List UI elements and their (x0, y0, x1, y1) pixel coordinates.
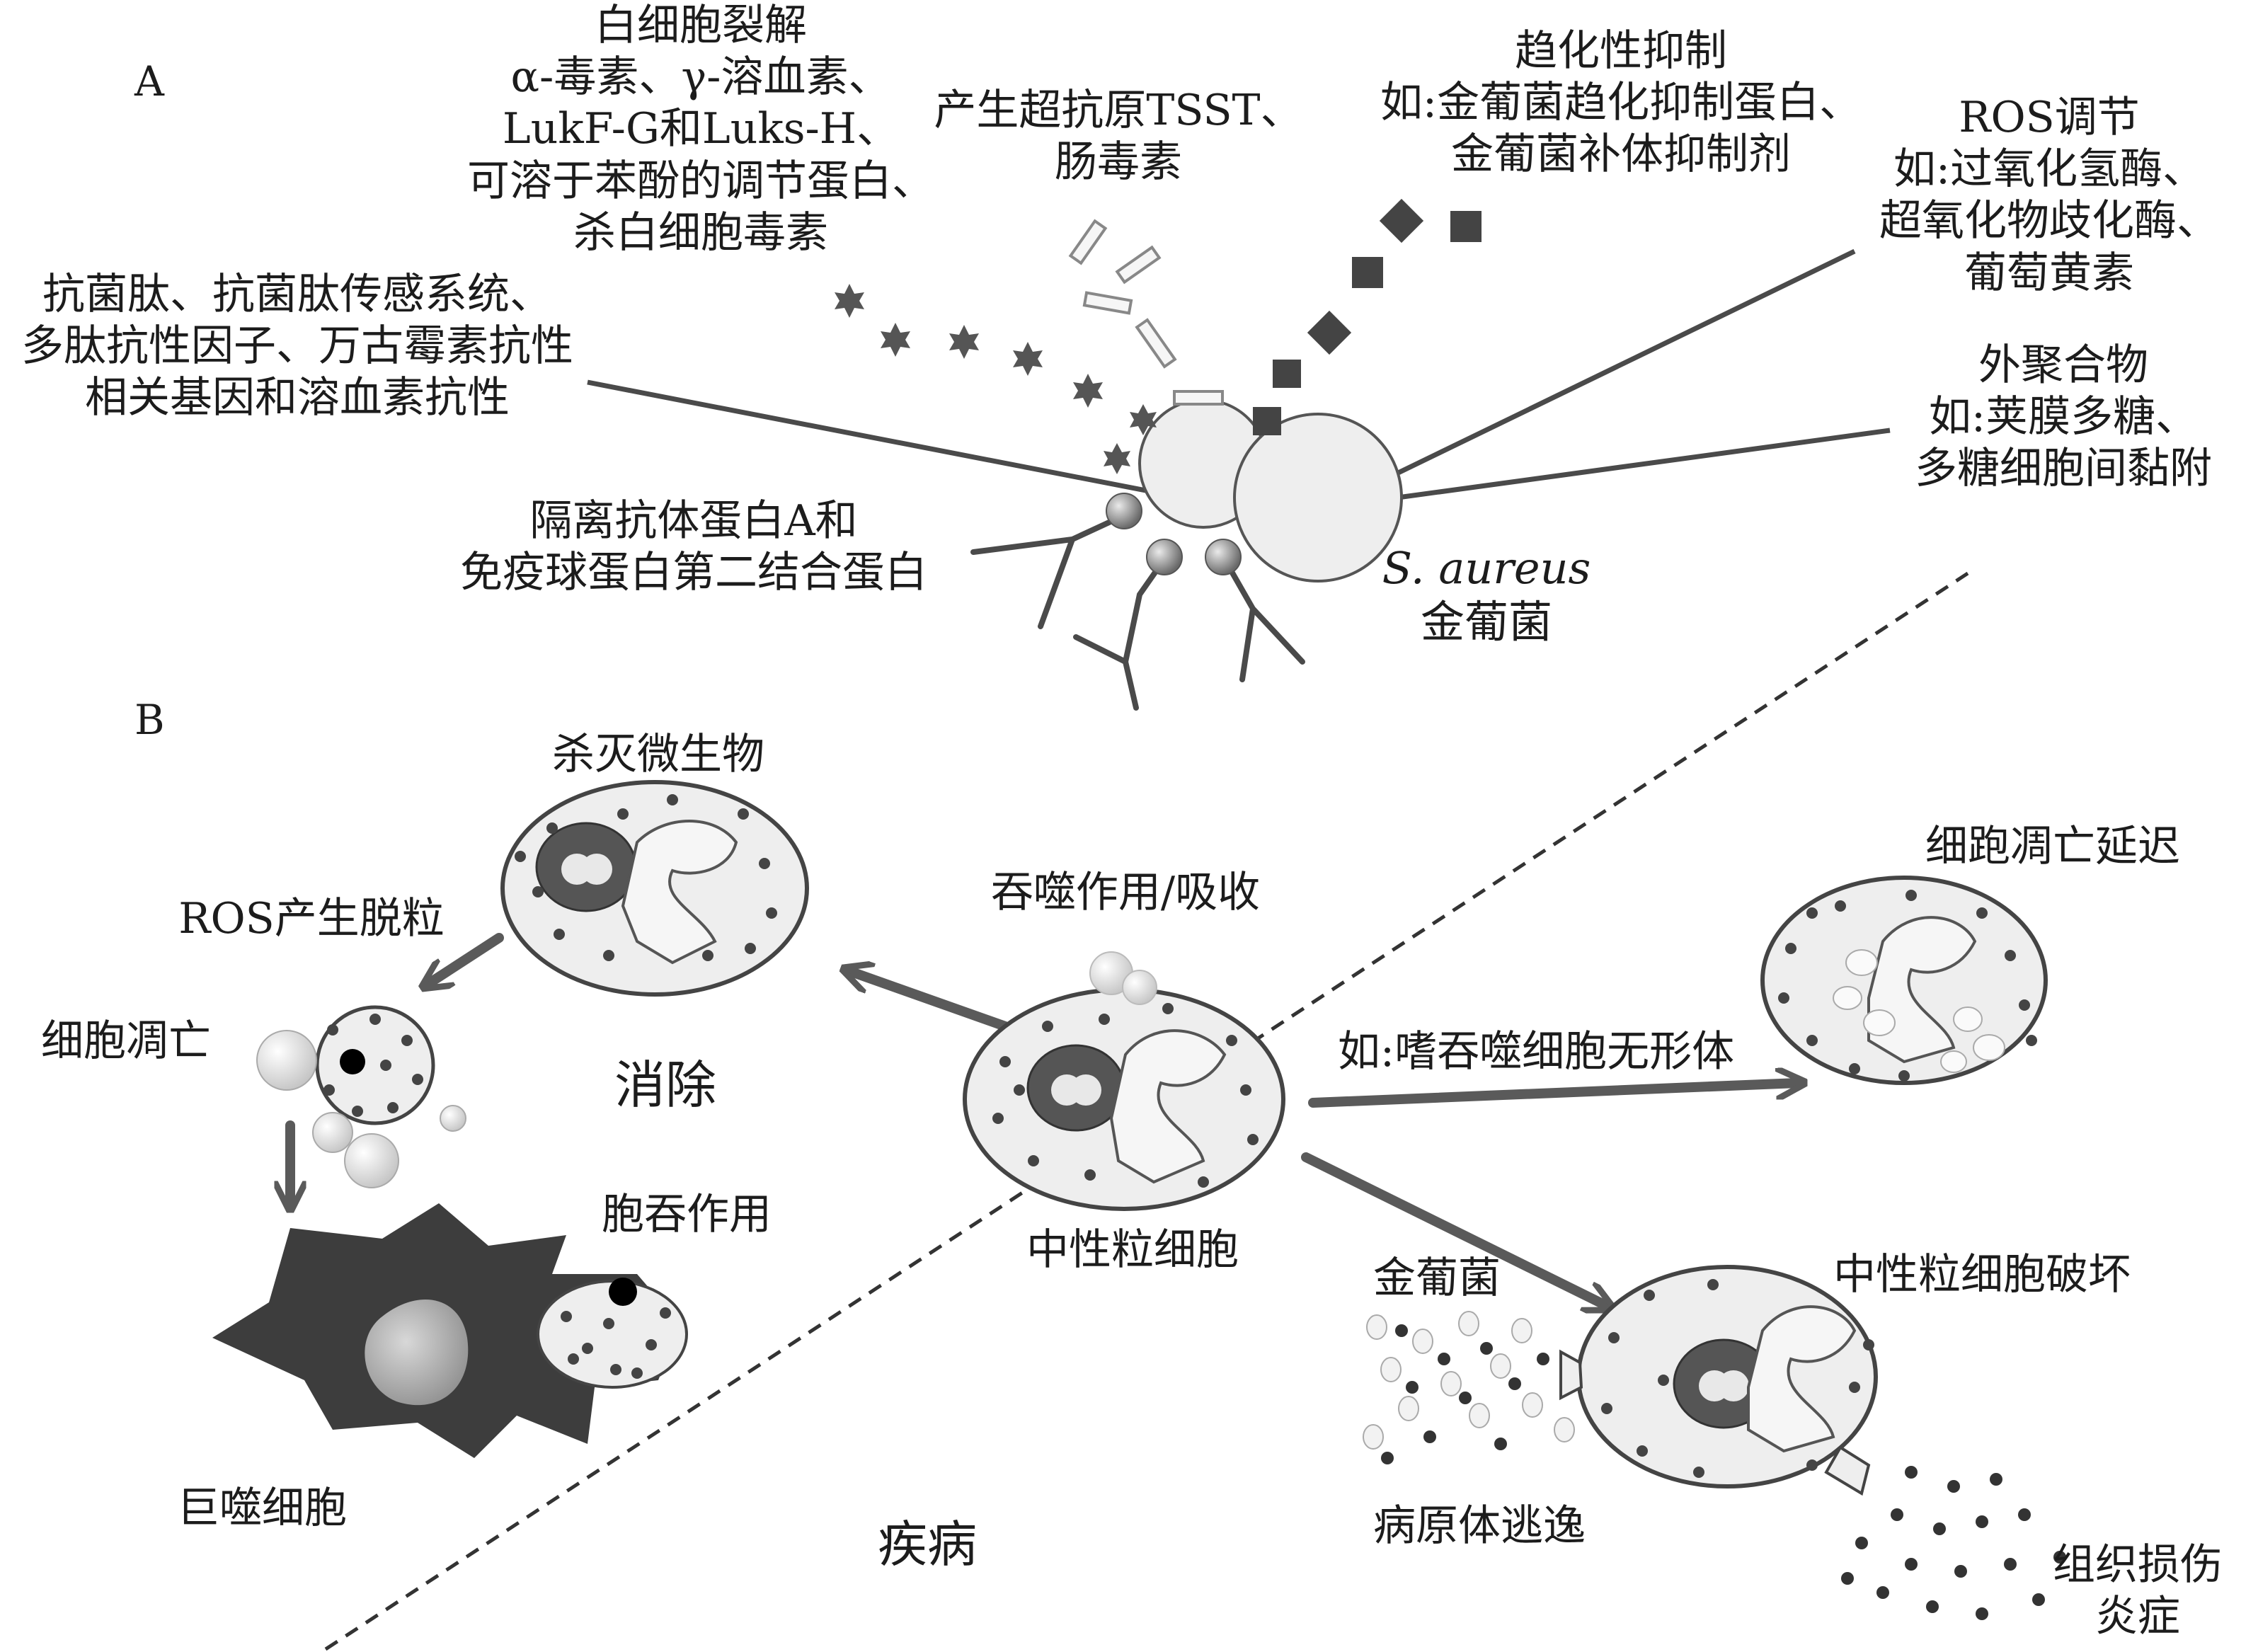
superantigen-line: 肠毒素 (1055, 137, 1182, 188)
superantigen-line: 产生超抗原TSST、 (934, 86, 1303, 135)
chemotaxis-line: 如:金葡菌趋化抑制蛋白、 (1380, 78, 1862, 128)
chemotaxis-label: 趋化性抑制 如:金葡菌趋化抑制蛋白、 金葡菌补体抑制剂 (1331, 25, 1911, 181)
protein-a-label: 隔离抗体蛋白A和 免疫球蛋白第二结合蛋白 (425, 495, 963, 599)
toxin-stars (835, 284, 1157, 474)
panel-a-letter: A (134, 57, 164, 105)
superantigen-label: 产生超抗原TSST、 肠毒素 (920, 85, 1317, 188)
protein-a-line: 隔离抗体蛋白A和 (529, 496, 858, 546)
leukocyte-lysis-line: α-毒素、γ-溶血素、 (510, 52, 891, 103)
macrophage-label: 巨噬细胞 (177, 1484, 347, 1533)
elimination-label: 消除 (614, 1055, 716, 1115)
antimicrobial-line: 多肽抗性因子、万古霉素抗性 (21, 321, 573, 372)
protein-a-spheres (1106, 493, 1242, 575)
leukocyte-lysis-line: 白细胞裂解 (595, 1, 807, 50)
neutrophil-label: 中性粒细胞 (1026, 1225, 1239, 1275)
exopolymer-label: 外聚合物 如:荚膜多糖、 多糖细胞间黏附 (1869, 340, 2258, 495)
arrow-to-kill (849, 971, 1010, 1031)
neutrophil-destruction (1363, 1265, 2066, 1620)
macrophage-cell (212, 1203, 688, 1458)
s-aureus-label: S. aureus 金葡菌 (1345, 541, 1628, 648)
apoptotic-cell (256, 1005, 466, 1188)
delayed-apoptosis-label: 细跑凋亡延迟 (1925, 822, 2180, 871)
kill-label: 杀灭微生物 (552, 730, 764, 779)
leukocyte-lysis-label: 白细胞裂解 α-毒素、γ-溶血素、 LukF-G和Luks-H、 可溶于苯酚的调… (446, 0, 956, 259)
disease-label: 疾病 (878, 1515, 977, 1573)
s-aureus-b-label: 金葡菌 (1373, 1254, 1501, 1303)
ros-regulation-label: ROS调节 如:过氧化氢酶、 超氧化物歧化酶、 葡萄黄素 (1840, 92, 2258, 299)
exopolymer-line: 多糖细胞间黏附 (1915, 444, 2212, 494)
escape-label: 病原体逃逸 (1373, 1501, 1586, 1551)
arrows (290, 933, 1798, 1306)
damage-line: 炎症 (2095, 1592, 2180, 1642)
virulence-lines (587, 248, 1891, 502)
phagocytosis-label: 吞噬作用/吸收 (990, 868, 1261, 917)
leukocyte-lysis-line: 可溶于苯酚的调节蛋白、 (467, 156, 934, 206)
protein-a-line: 免疫球蛋白第二结合蛋白 (460, 548, 927, 598)
chemotaxis-line: 趋化性抑制 (1515, 26, 1727, 76)
neutrophil-kill (500, 780, 809, 997)
damage-line: 组织损伤 (2053, 1540, 2223, 1590)
leukocyte-lysis-line: LukF-G和Luks-H、 (502, 104, 900, 154)
s-aureus-latin: S. aureus (1382, 542, 1591, 594)
antimicrobial-line: 抗菌肽、抗菌肽传感系统、 (42, 270, 552, 319)
antimicrobial-label: 抗菌肽、抗菌肽传感系统、 多肽抗性因子、万古霉素抗性 相关基因和溶血素抗性 (0, 269, 595, 425)
ros-regulation-line: ROS调节 (1959, 93, 2140, 142)
exopolymer-line: 外聚合物 (1978, 340, 2148, 390)
leukocyte-lysis-line: 杀白细胞毒素 (573, 207, 828, 258)
arrow-to-apoptosis (428, 933, 504, 984)
chemotaxis-line: 金葡菌补体抑制剂 (1451, 130, 1791, 180)
ros-regulation-line: 葡萄黄素 (1964, 248, 2134, 298)
example-label: 如:嗜吞噬细胞无形体 (1337, 1027, 1735, 1077)
arrow-to-delayed (1308, 1083, 1798, 1108)
neutrophil-center (963, 951, 1285, 1211)
neutrophil-delayed (1760, 876, 2048, 1085)
destruction-label: 中性粒细胞破坏 (1833, 1250, 2131, 1300)
ros-regulation-line: 超氧化物歧化酶、 (1879, 196, 2219, 246)
staph-cell-right (1233, 413, 1403, 583)
efferocytosis-label: 胞吞作用 (602, 1190, 772, 1239)
antimicrobial-line: 相关基因和溶血素抗性 (85, 373, 510, 423)
arrow-to-destruction (1301, 1152, 1607, 1306)
tissue-damage-particles (1841, 1466, 2066, 1620)
damage-label: 组织损伤 炎症 (2024, 1539, 2251, 1643)
exopolymer-line: 如:荚膜多糖、 (1928, 392, 2199, 442)
ros-regulation-line: 如:过氧化氢酶、 (1893, 144, 2206, 195)
s-aureus-cn: 金葡菌 (1420, 595, 1552, 648)
escaping-bacteria (1363, 1311, 1575, 1464)
ros-degranulation-label: ROS产生脱粒 (178, 894, 445, 943)
superantigen-rods (1068, 219, 1224, 406)
panel-b-letter: B (134, 696, 165, 744)
chemotaxis-inhibitors (1253, 198, 1482, 435)
apoptosis-label: 细胞凋亡 (41, 1016, 211, 1066)
